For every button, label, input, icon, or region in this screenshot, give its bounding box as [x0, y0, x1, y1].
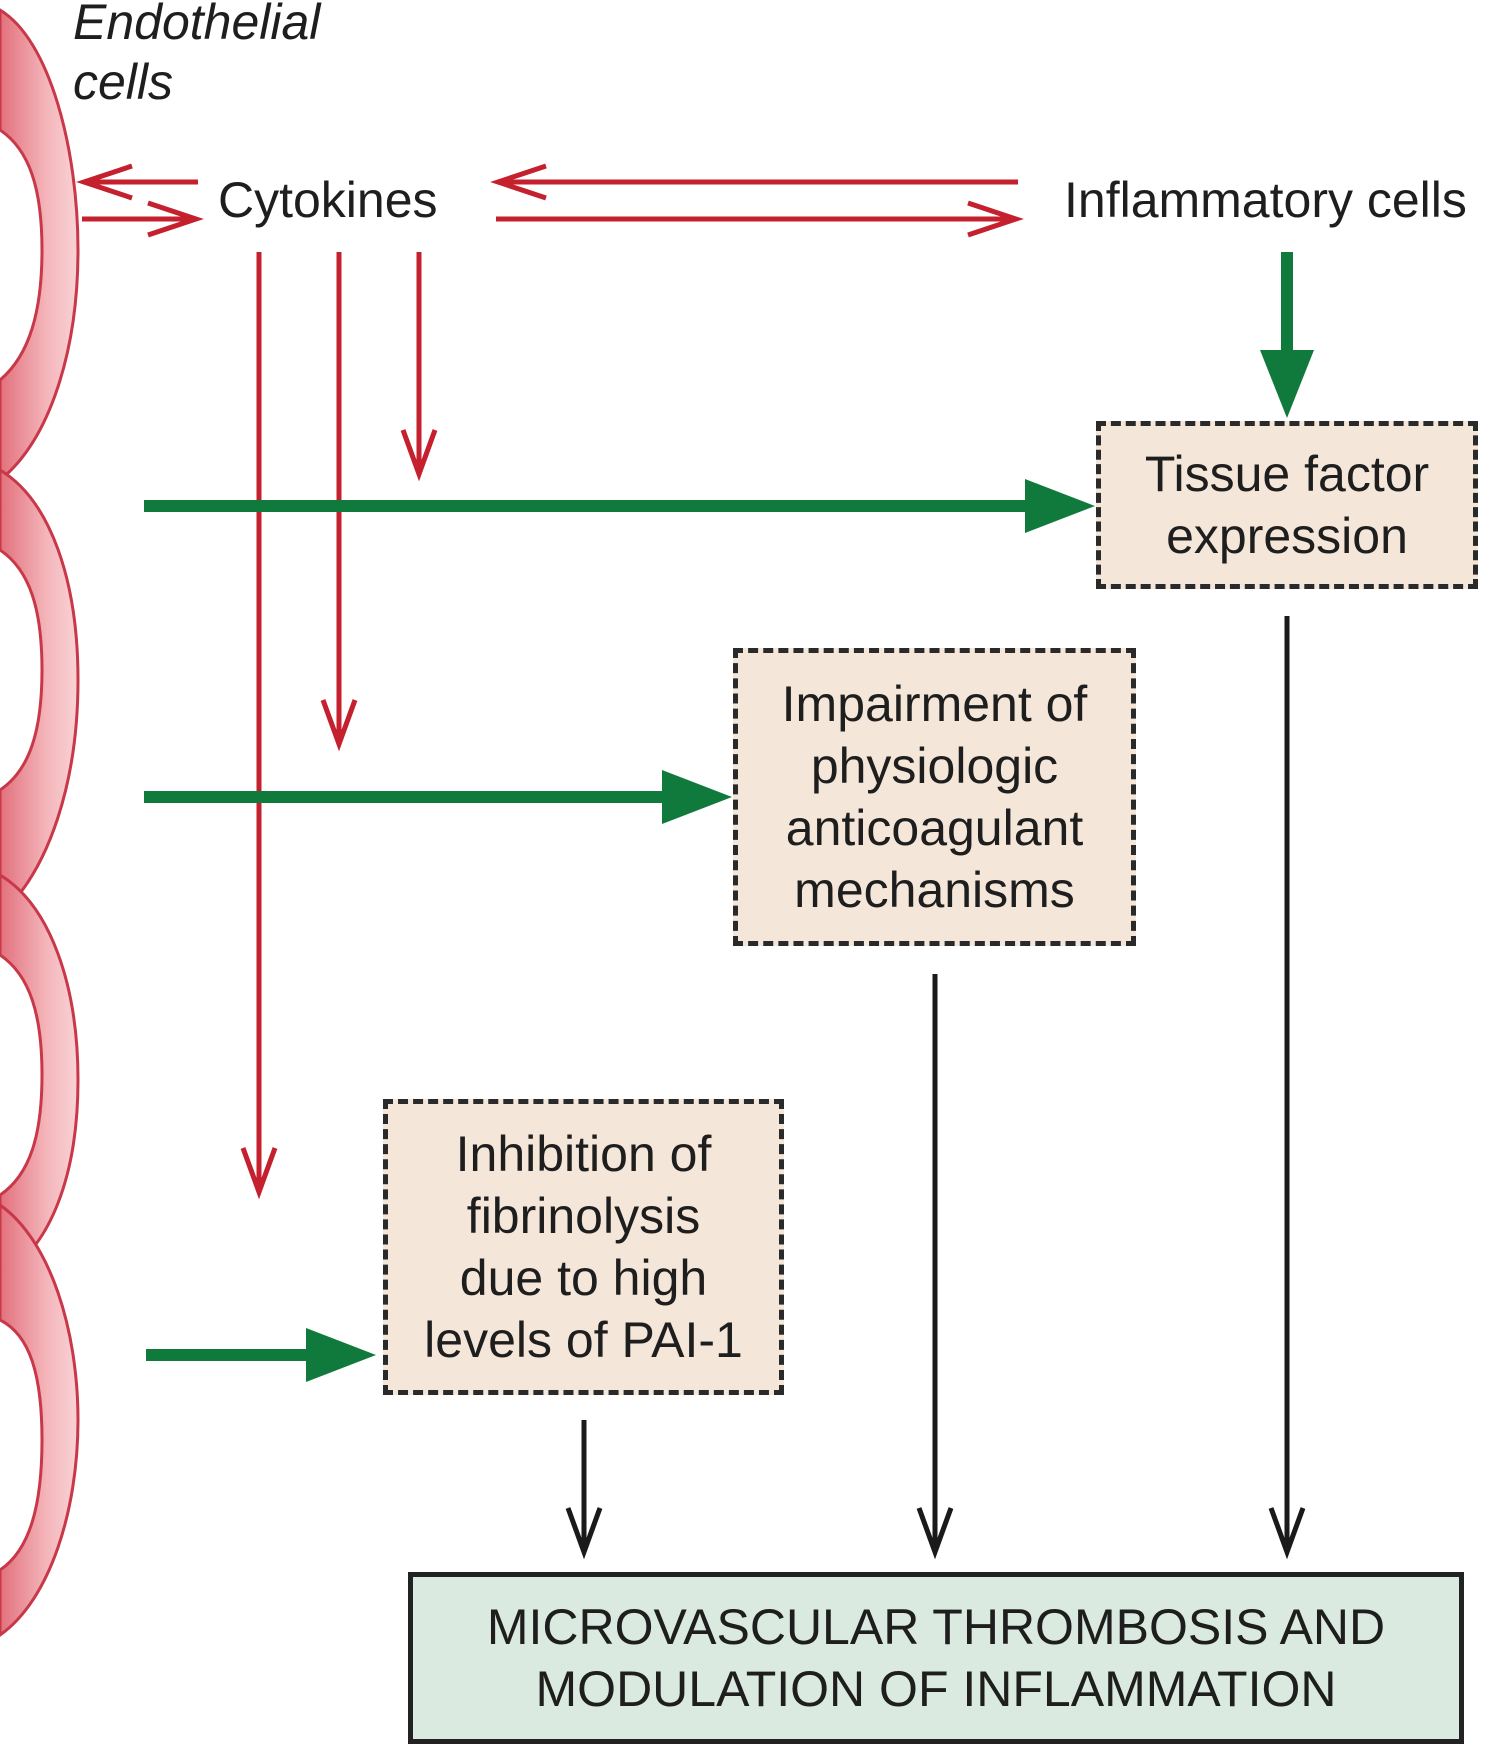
arrow-cytokines-to-endothelial-head [76, 163, 133, 201]
arrow-inflammatory-to-tissue-factor-head [1260, 350, 1314, 418]
arrow-impairment-to-outcome-head [916, 1507, 954, 1560]
arrow-cytokines-down-long-head [240, 1147, 278, 1200]
inhibition-line: Inhibition of [455, 1126, 712, 1182]
inflammatory-cells-label: Inflammatory cells [1064, 172, 1467, 228]
tissue-factor-box: Tissue factor expression [1096, 421, 1478, 589]
arrow-tissue-factor-to-outcome-head [1268, 1507, 1306, 1560]
arrow-endothelial-to-tissue-factor-head [1025, 479, 1095, 533]
outcome-line: MICROVASCULAR THROMBOSIS AND [486, 1599, 1386, 1655]
impairment-box: Impairment of physiologic anticoagulant … [733, 648, 1136, 946]
endothelial-arrows [144, 252, 1314, 1382]
arrow-cytokines-down-mid-head [320, 699, 358, 752]
arrow-inhibition-to-outcome-head [565, 1507, 603, 1560]
inhibition-line: fibrinolysis [466, 1188, 701, 1244]
tissue-factor-line: expression [1166, 508, 1408, 564]
outcome-line: MODULATION OF INFLAMMATION [535, 1661, 1337, 1717]
cytokines-label: Cytokines [218, 172, 438, 228]
endothelial-cells-label-line2: cells [73, 54, 174, 110]
endothelial-cell [0, 8, 80, 482]
arrow-endothelial-to-cytokines-head [147, 200, 204, 238]
arrow-inflammatory-to-cytokines-head [490, 163, 547, 201]
arrow-endothelial-to-impairment-shaft [144, 791, 674, 803]
endothelial-cell [0, 468, 80, 918]
endothelial-cell [0, 1203, 80, 1637]
impairment-line: Impairment of [781, 676, 1088, 732]
arrow-endothelial-to-inhibition-shaft [146, 1349, 318, 1361]
impairment-line: mechanisms [794, 862, 1075, 918]
arrow-cytokines-to-inflammatory-head [967, 200, 1024, 238]
inhibition-line: due to high [459, 1250, 708, 1306]
impairment-line: anticoagulant [785, 800, 1084, 856]
arrow-endothelial-to-impairment-head [662, 770, 732, 824]
arrow-inflammatory-to-tissue-factor-shaft [1281, 252, 1293, 356]
tissue-factor-line: Tissue factor [1144, 446, 1430, 502]
cytokine-arrows [76, 163, 1024, 1200]
outcome-box: MICROVASCULAR THROMBOSIS AND MODULATION … [408, 1572, 1464, 1744]
outcome-arrows [565, 616, 1306, 1560]
inhibition-line: levels of PAI-1 [424, 1312, 743, 1368]
impairment-line: physiologic [810, 738, 1059, 794]
endothelial-cells-label-line1: Endothelial [73, 0, 321, 50]
arrow-endothelial-to-tissue-factor-shaft [144, 500, 1037, 512]
endothelial-cell-layer [0, 8, 80, 1637]
arrow-endothelial-to-inhibition-head [306, 1328, 376, 1382]
arrow-cytokines-down-short-head [400, 429, 438, 482]
inhibition-box: Inhibition of fibrinolysis due to high l… [383, 1099, 784, 1395]
